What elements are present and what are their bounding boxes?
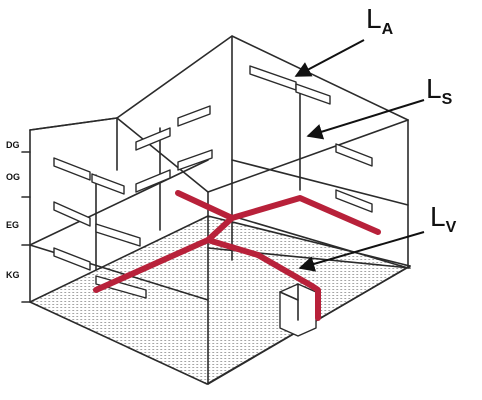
floor-label-eg: EG <box>6 220 19 230</box>
back-floor-line-upper <box>231 159 409 206</box>
label-la: LA <box>366 3 394 38</box>
duct-og-left-2 <box>91 173 125 195</box>
duct-og-right <box>335 143 373 167</box>
pipe-lower-run <box>93 215 235 293</box>
duct-og-mid-2 <box>177 149 213 171</box>
pipe-upper-run <box>175 190 381 235</box>
floor-label-kg: KG <box>6 270 20 280</box>
duct-attic-left <box>135 127 171 151</box>
front-gable-left <box>116 117 209 193</box>
front-gable-right <box>207 119 409 193</box>
front-eave <box>29 117 118 131</box>
pipe-middle-run <box>205 237 261 258</box>
roof-left-slope <box>29 35 409 131</box>
duct-attic-right <box>249 65 297 91</box>
floor-label-og: OG <box>6 172 20 182</box>
duct-attic-right-2 <box>295 83 331 105</box>
back-floor-line-lower <box>231 215 409 269</box>
duct-eg-left-2 <box>95 223 141 247</box>
duct-og-mid <box>135 169 171 193</box>
label-lv: LV <box>430 201 457 236</box>
duct-eg-left <box>53 201 91 227</box>
floor-label-dg: DG <box>6 140 20 150</box>
arrow-la <box>294 39 365 77</box>
duct-og-left <box>53 157 91 181</box>
arrow-lv <box>298 231 425 272</box>
pipe-to-unit <box>255 252 321 321</box>
ventilation-pipe <box>93 190 381 321</box>
arrow-ls <box>306 99 425 140</box>
left-floor-line <box>29 159 209 246</box>
building-outline <box>29 35 411 385</box>
label-ls: LS <box>426 73 453 108</box>
duct-og-right-2 <box>335 189 373 213</box>
duct-attic-left-2 <box>177 105 211 127</box>
duct-eg-lower <box>53 247 91 271</box>
floor-ticks <box>21 151 31 303</box>
ducts <box>53 65 373 337</box>
